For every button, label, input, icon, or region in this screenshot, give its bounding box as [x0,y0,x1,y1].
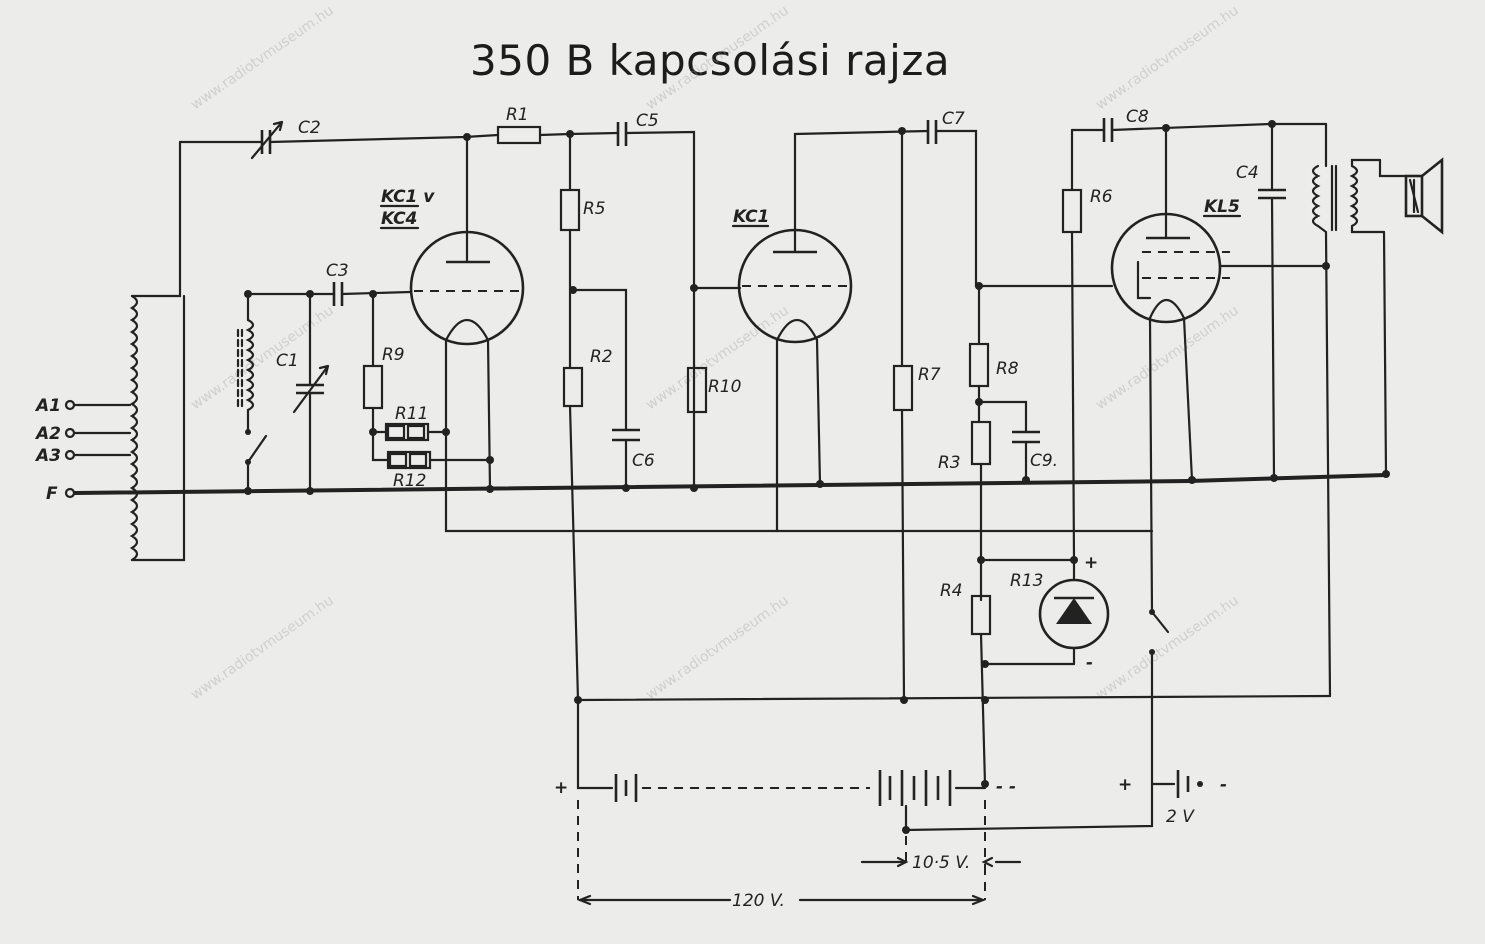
junction [981,780,989,788]
resistor-r11: R11 [371,404,448,442]
capacitor-c1: C1 [276,292,330,492]
label-r9: R9 [382,345,405,365]
filament-voltage-label: 2 V [1166,807,1195,827]
label-c4: C4 [1236,163,1259,183]
label-tube3: KL5 [1204,197,1240,217]
watermark: www.radiotvmuseum.hu [643,593,792,704]
anode-battery-plus-label: + [554,778,568,798]
antenna-coil [73,140,186,562]
terminal-a2-label: A2 [34,424,61,444]
label-c5: C5 [636,111,659,131]
watermark: www.radiotvmuseum.hu [643,3,792,114]
label-r2: R2 [590,347,613,367]
label-c7: C7 [942,109,965,129]
terminal-a3-label: A3 [34,446,61,466]
label-c6: C6 [632,451,655,471]
resistor-r4: R4 [940,581,992,786]
terminal-a1 [64,399,76,411]
input-terminals: A1 A2 A3 F [34,396,76,504]
capacitor-c7: C7 [926,109,1114,288]
label-tube2: KC1 [733,207,769,227]
resistor-r5: R5 [559,132,606,702]
grid-bias-voltage-label: 10·5 V. [912,853,970,873]
output-transformer [1311,122,1386,698]
capacitor-c2: C2 [250,118,321,160]
filament-battery-plus-label: + [1118,775,1132,795]
resistor-r12: R12 [386,450,492,491]
r13-plus-label: + [1084,553,1098,573]
tube-kc1: KC1 [731,129,930,533]
watermark: www.radiotvmuseum.hu [188,593,337,704]
terminal-a2 [64,427,76,439]
filament-battery-minus-label: - [1220,775,1227,795]
label-r13: R13 [1010,571,1043,591]
c2-wire [178,133,500,144]
grid-bias-tap [904,782,1154,832]
label-r7: R7 [918,365,941,385]
schematic-title: 350 B kapcsolási rajza [470,36,951,85]
capacitor-c8: C8 [1070,107,1328,142]
power-switch [1149,609,1170,786]
label-tube1-line2: KC4 [381,209,417,229]
label-c1: C1 [276,351,299,371]
filament-battery: + - 2 V [1118,770,1227,827]
label-r5: R5 [583,199,606,219]
tube3-filament-wire [1148,316,1154,614]
label-r8: R8 [996,359,1019,379]
resistor-r8: R8 [968,284,1019,424]
capacitor-c3: C3 [326,261,349,306]
tube1-filament-wire [444,338,1154,533]
tube1-cathode-wire [486,338,492,491]
capacitor-c6: C6 [571,288,655,490]
label-r10: R10 [708,377,741,397]
capacitor-c9: C9. [977,400,1058,482]
resistor-r13-diode: R13 + - [1010,553,1110,673]
tuning-coil [236,292,268,493]
label-r1: R1 [506,105,529,125]
anode-voltage-label: 120 V. [732,891,785,911]
terminal-f [64,487,76,499]
anode-battery-minus-label: - - [996,777,1016,797]
label-c2: C2 [298,118,321,138]
resistor-r7: R7 [892,129,941,702]
label-c3: C3 [326,261,349,281]
terminal-f-label: F [46,484,58,504]
terminal-a1-label: A1 [34,396,61,416]
label-tube1-line1: KC1 v [381,187,435,207]
anode-dimension: 120 V. [577,800,986,911]
label-r3: R3 [938,453,961,473]
grid1-wire [246,290,412,296]
resistor-r9: R9 [362,292,405,462]
resistor-r3: R3 [938,420,992,602]
resistor-r2: R2 [562,347,613,408]
r13-minus-label: - [1086,653,1093,673]
resistor-r1: R1 [496,105,620,145]
anode-battery: + - - [554,698,1016,806]
resistor-r10: R10 [686,286,741,414]
label-c9: C9. [1030,451,1058,471]
resistor-r6: R6 [1061,128,1113,562]
watermark: www.radiotvmuseum.hu [1093,303,1242,414]
watermark: www.radiotvmuseum.hu [188,303,337,414]
speaker-icon [1378,157,1444,476]
tube-kc1-kc4: KC1 v KC4 [379,135,525,346]
junction-dots [244,120,1330,704]
tube-kl5: KL5 [1110,126,1328,482]
junction [1382,470,1390,478]
label-r6: R6 [1090,187,1113,207]
label-r11: R11 [395,404,428,424]
label-c8: C8 [1126,107,1149,127]
label-r4: R4 [940,581,963,601]
watermark: www.radiotvmuseum.hu [1093,593,1242,704]
terminal-a3 [64,449,76,461]
watermark: www.radiotvmuseum.hu [188,3,337,114]
anode-supply-rail [576,694,1332,702]
grid-bias-dimension: 10·5 V. [860,800,1022,873]
capacitor-c5: C5 [616,111,696,490]
watermark: www.radiotvmuseum.hu [1093,3,1242,114]
label-r12: R12 [393,471,426,491]
capacitor-c4: C4 [1236,122,1286,480]
